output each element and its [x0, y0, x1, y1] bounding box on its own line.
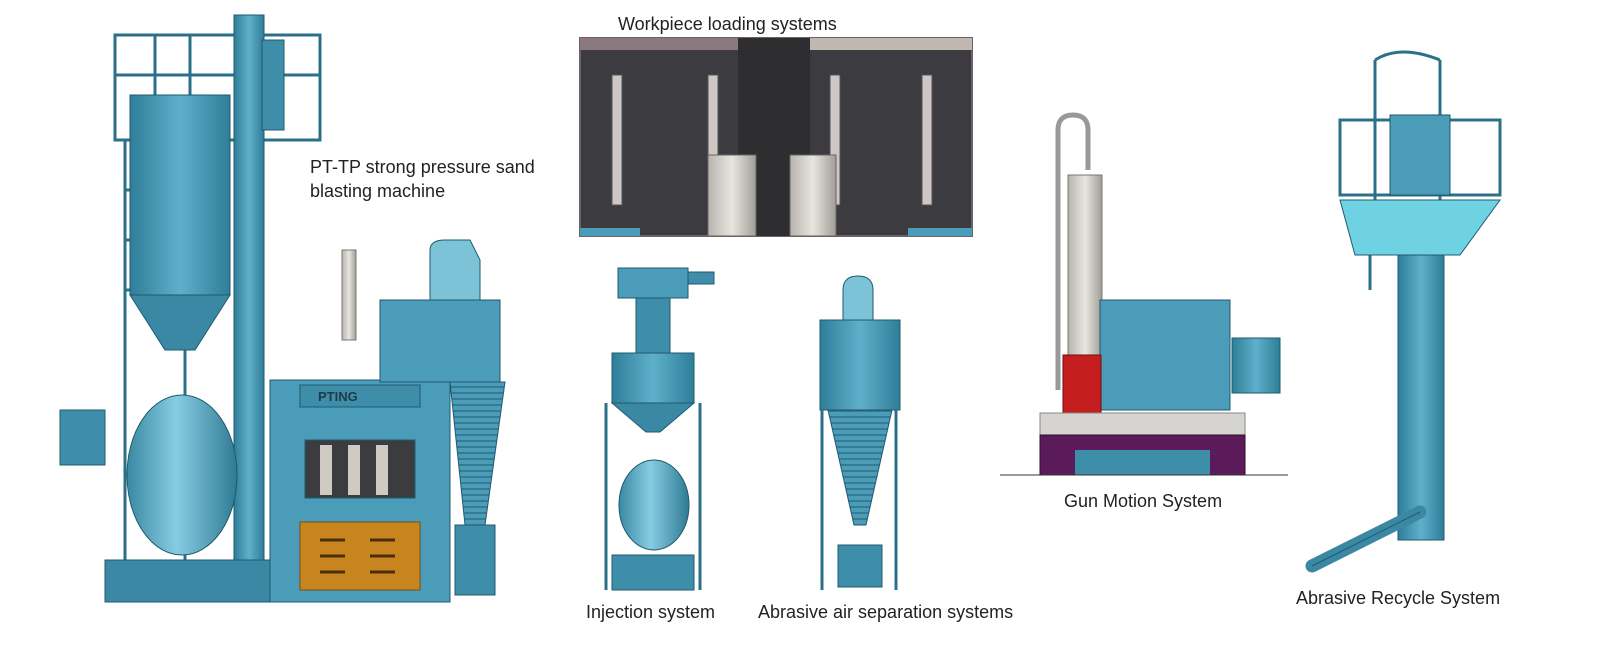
gun-motion-illustration — [1000, 112, 1288, 476]
injection-cone — [610, 402, 696, 433]
injection-neck — [635, 297, 671, 354]
base-plate — [1075, 450, 1210, 475]
chamber-base-right — [908, 228, 972, 236]
hopper-cone — [129, 294, 231, 351]
window-roller — [376, 445, 388, 495]
rail-4 — [921, 74, 933, 206]
duct-elbow — [429, 239, 481, 301]
separator-housing — [379, 299, 501, 383]
pressure-tank — [126, 394, 238, 556]
elevator-motor — [261, 39, 285, 131]
hopper-body — [129, 94, 231, 296]
window-roller — [348, 445, 360, 495]
separator-body — [819, 319, 901, 411]
orange-door-panel — [299, 521, 421, 591]
separator-cone — [827, 409, 893, 526]
label-gun-motion: Gun Motion System — [1064, 491, 1223, 511]
brand-logo: PTING — [318, 389, 358, 404]
recycle-column — [1397, 254, 1445, 541]
control-box — [59, 409, 106, 466]
air-separation-illustration — [819, 275, 901, 590]
label-abrasive-recycle: Abrasive Recycle System — [1296, 588, 1501, 608]
red-gearbox — [1062, 354, 1102, 414]
injection-top — [617, 267, 689, 299]
separator-inlet — [842, 275, 874, 321]
main-machine-illustration: PTING — [59, 14, 506, 603]
separator-legs — [820, 410, 898, 590]
label-main-machine: PT-TP strong pressure sand blasting mach… — [310, 157, 535, 202]
gun-motor — [1231, 337, 1281, 394]
workpiece-loading-illustration — [579, 37, 973, 237]
cyclone-cone — [449, 381, 506, 526]
door-slots — [320, 538, 395, 574]
brand-plate — [299, 384, 421, 408]
rail-1 — [611, 74, 623, 206]
label-air-separation: Abrasive air separation systems — [758, 602, 1014, 622]
gun-rail — [1039, 412, 1246, 436]
base-frame — [104, 559, 271, 603]
injection-frame — [604, 403, 702, 590]
separator-collector — [837, 544, 883, 588]
workpiece-cylinder-2 — [789, 154, 837, 237]
label-injection-system: Injection system — [586, 602, 716, 622]
gun-carriage — [1099, 299, 1231, 411]
elevator-column — [233, 14, 265, 601]
injection-base — [611, 554, 695, 591]
chamber-base-left — [580, 228, 640, 236]
conveyor-edge — [1311, 511, 1421, 567]
window-roller — [320, 445, 332, 495]
cable-loop — [1055, 112, 1091, 390]
injection-tank — [618, 459, 690, 551]
chamber-top-left — [580, 38, 740, 50]
recycle-motor-house — [1389, 114, 1451, 196]
injection-pipe — [687, 271, 715, 285]
recycle-system-illustration — [1305, 50, 1502, 573]
workpiece-cylinder-1 — [707, 154, 757, 237]
injection-hopper — [611, 352, 695, 404]
recycle-platform — [1339, 199, 1501, 256]
gun-arm — [341, 249, 357, 341]
cage-arch — [1374, 50, 1441, 62]
cyclone-base — [454, 524, 496, 596]
chamber-top-right — [810, 38, 972, 50]
label-workpiece-loading: Workpiece loading systems — [618, 14, 837, 34]
injection-system-illustration — [604, 267, 715, 591]
